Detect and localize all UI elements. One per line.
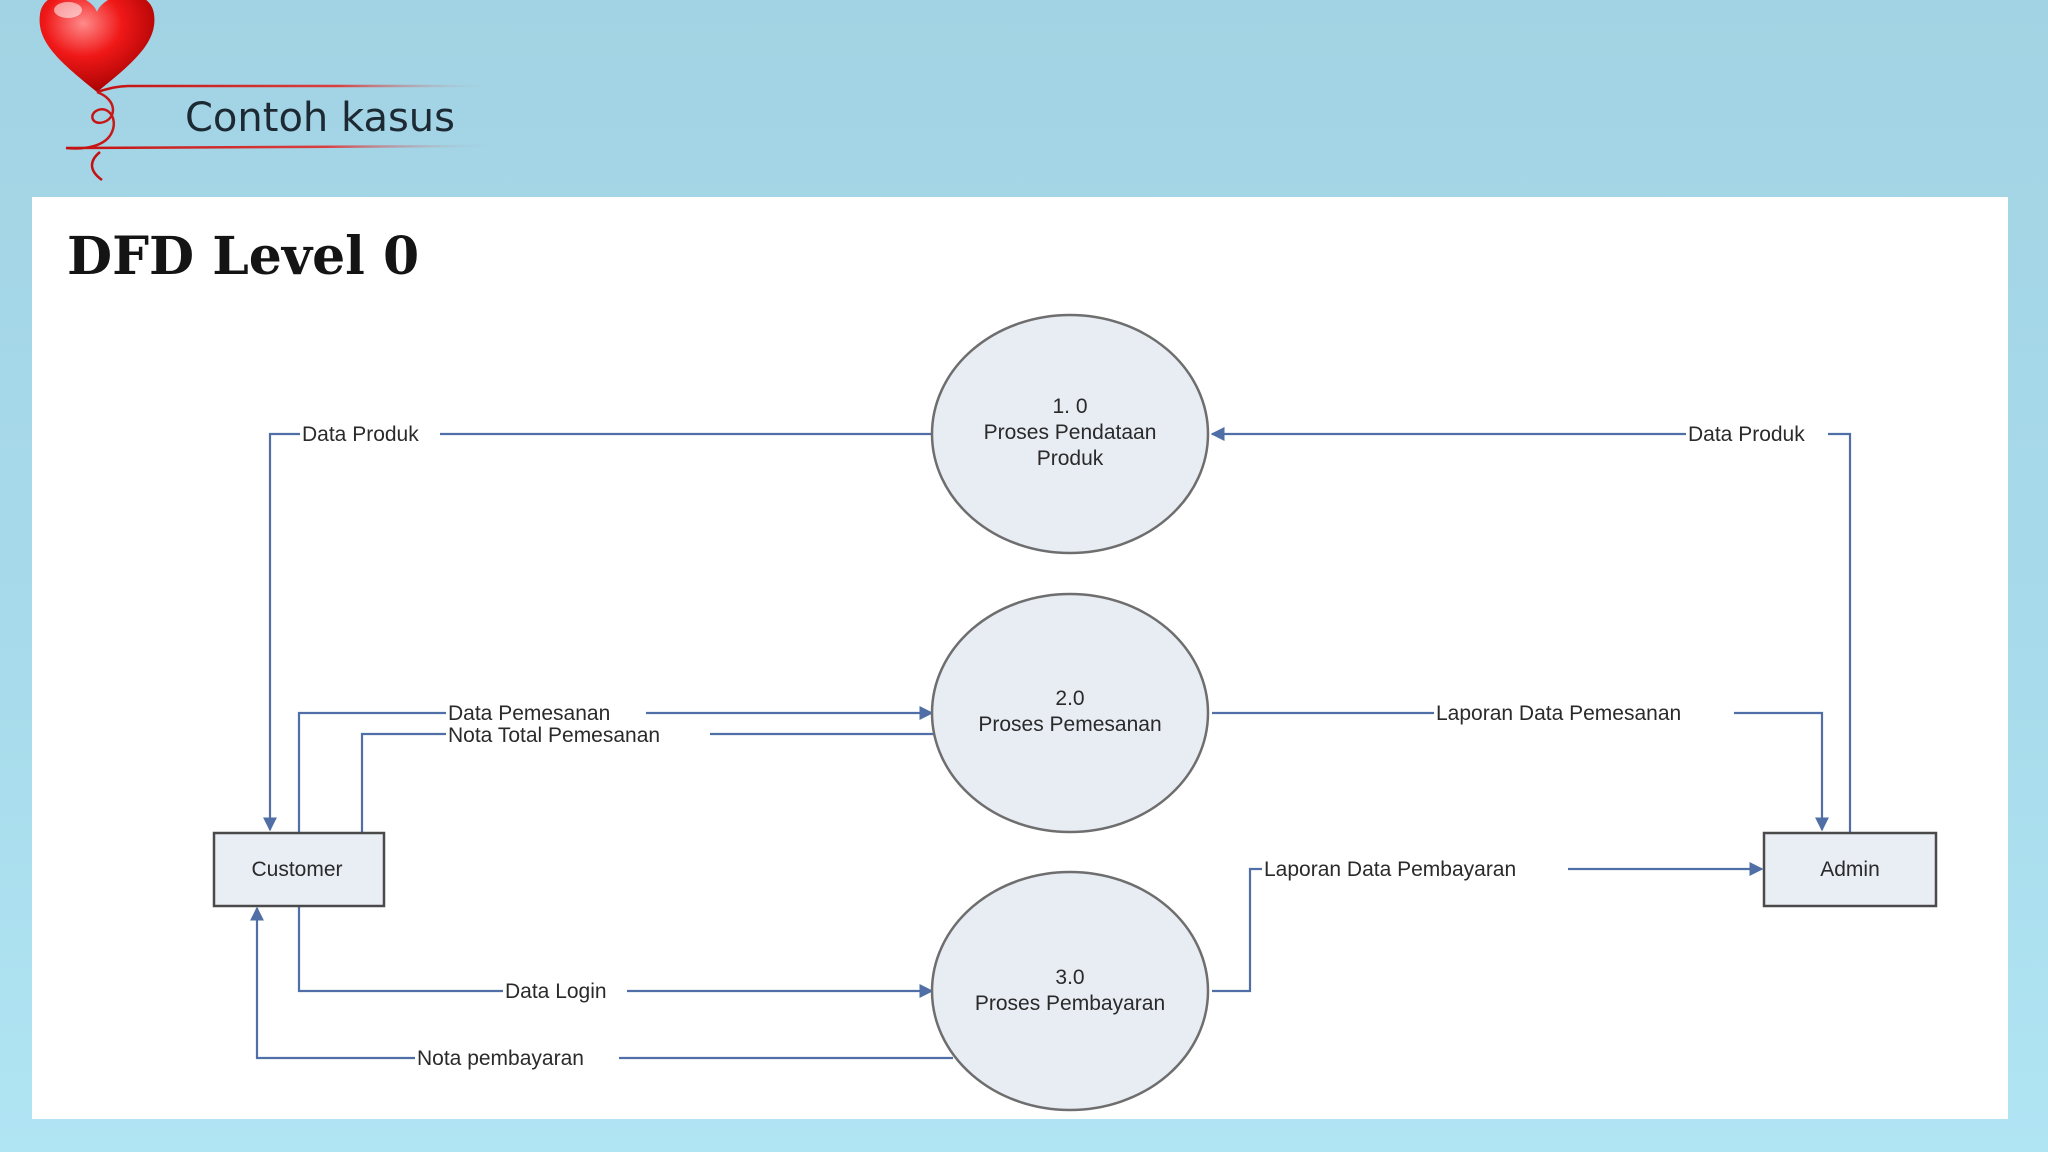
- process-1-number: 1. 0: [1052, 395, 1087, 418]
- entity-customer: Customer: [212, 831, 386, 908]
- flow-label-data-pemesanan: Data Pemesanan: [448, 702, 610, 725]
- process-1-name-line1: Proses Pendataan: [984, 421, 1157, 444]
- flow-line-data-login: [297, 906, 934, 998]
- flow-label-laporan-data-pemesanan: Laporan Data Pemesanan: [1436, 702, 1681, 725]
- flow-line-nota-total-pemesanan: [355, 732, 936, 860]
- flow-label-laporan-data-pembayaran: Laporan Data Pembayaran: [1264, 858, 1516, 881]
- flow-label-bg: [415, 1044, 619, 1072]
- process-2-number: 2.0: [1055, 687, 1084, 710]
- flow-label-data-produk-left: Data Produk: [302, 423, 419, 446]
- process-3: 3.0 Proses Pembayaran: [930, 870, 1210, 1112]
- flow-label-data-login: Data Login: [505, 980, 607, 1003]
- entity-customer-label: Customer: [251, 858, 342, 881]
- entity-admin-label: Admin: [1820, 858, 1880, 881]
- flow-line-data-produk-to-customer: [263, 432, 932, 832]
- slide-title: Contoh kasus: [185, 95, 455, 141]
- flow-label-data-produk-right: Data Produk: [1688, 423, 1805, 446]
- process-1-name-line2: Produk: [1037, 447, 1104, 470]
- flow-line-laporan-data-pemesanan: [1212, 711, 1829, 832]
- process-3-number: 3.0: [1055, 966, 1084, 989]
- flow-label-bg: [503, 977, 627, 1005]
- flow-line-nota-pembayaran: [250, 906, 953, 1060]
- flow-label-bg: [1434, 699, 1734, 727]
- diagram-title: DFD Level 0: [67, 226, 420, 287]
- flow-label-bg: [300, 420, 440, 448]
- flow-label-bg: [446, 722, 710, 746]
- flow-line-laporan-data-pembayaran: [1212, 862, 1764, 993]
- process-2: 2.0 Proses Pemesanan: [930, 592, 1210, 834]
- entity-admin: Admin: [1762, 831, 1938, 908]
- flow-line-data-pemesanan: [297, 706, 934, 833]
- flow-label-nota-pembayaran: Nota pembayaran: [417, 1047, 584, 1070]
- flow-label-bg: [1686, 420, 1828, 448]
- heart-balloon-icon: [39, 0, 501, 182]
- flow-line-data-produk-from-admin: [1210, 427, 1852, 833]
- flow-label-bg: [446, 700, 646, 724]
- process-1: 1. 0 Proses Pendataan Produk: [930, 313, 1210, 555]
- process-3-name-line1: Proses Pembayaran: [975, 992, 1165, 1015]
- flow-label-nota-total-pemesanan: Nota Total Pemesanan: [448, 724, 660, 747]
- process-2-name-line1: Proses Pemesanan: [978, 713, 1161, 736]
- flow-label-bg: [1262, 855, 1568, 883]
